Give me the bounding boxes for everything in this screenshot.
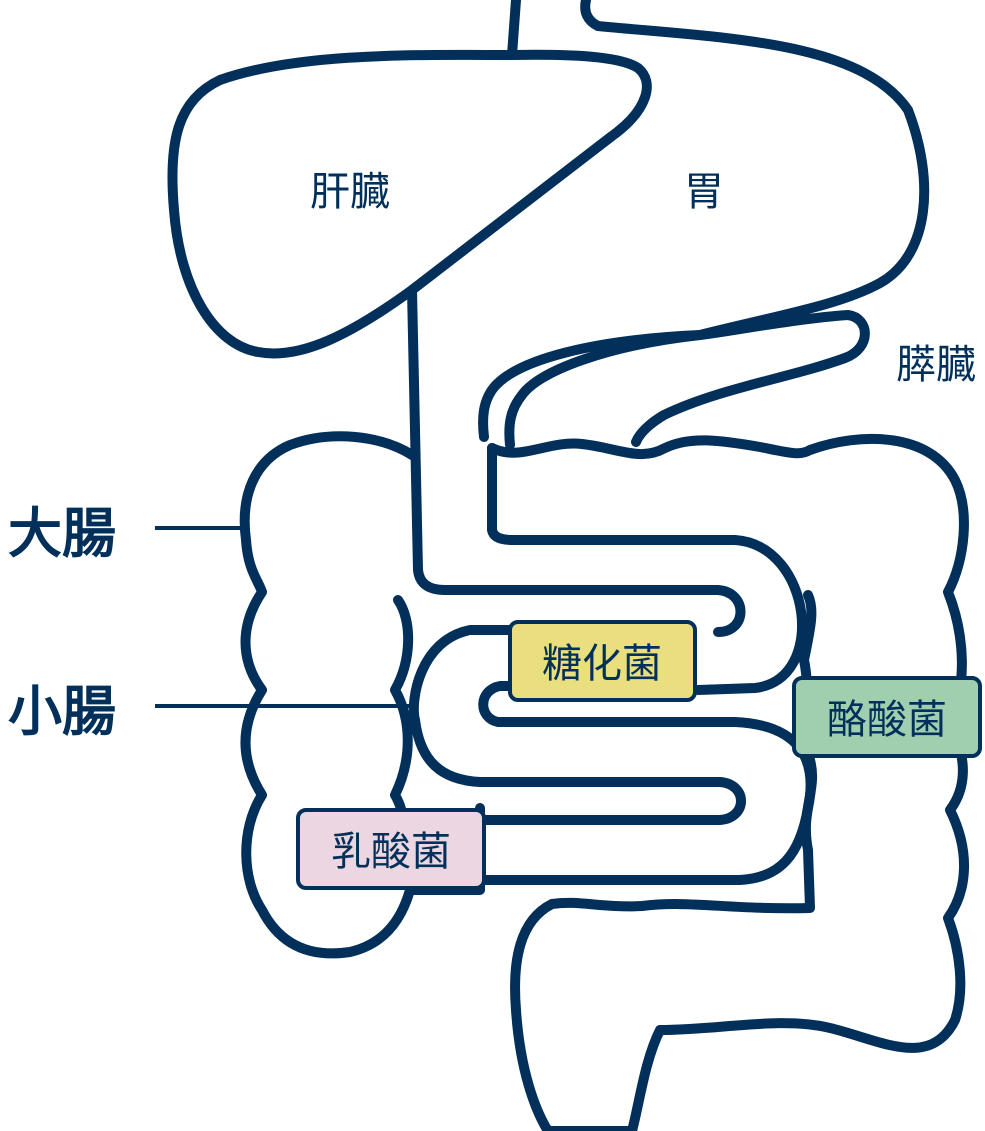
lactic-box: [296, 808, 486, 890]
small-intestine-coils: [408, 625, 746, 825]
pancreas-outline: [478, 330, 705, 442]
esophagus: [507, 0, 603, 60]
saccharolytic-badge: 糖化菌: [508, 620, 697, 702]
liver-label: 肝臓: [310, 169, 390, 215]
stomach-label: 胃: [684, 169, 724, 215]
butyric-label: 酪酸菌: [827, 697, 947, 743]
duodenum: [407, 285, 746, 637]
butyric-box: [792, 676, 982, 758]
large-intestine-label: 大腸: [8, 502, 116, 565]
lactic-badge: 乳酸菌: [296, 808, 486, 890]
large-intestine-left: [239, 431, 485, 959]
pancreas-label: 膵臓: [896, 342, 976, 388]
pancreas-inner-curve: [504, 330, 705, 450]
lactic-label: 乳酸菌: [331, 829, 451, 875]
small-intestine-label: 小腸: [8, 680, 116, 743]
saccharolytic-box: [508, 620, 697, 702]
saccharolytic-label: 糖化菌: [542, 641, 662, 687]
liver-outline: [167, 49, 652, 359]
large-intestine-outline: [487, 433, 970, 1131]
duodenum-inner: [487, 443, 807, 695]
butyric-badge: 酪酸菌: [792, 676, 982, 758]
